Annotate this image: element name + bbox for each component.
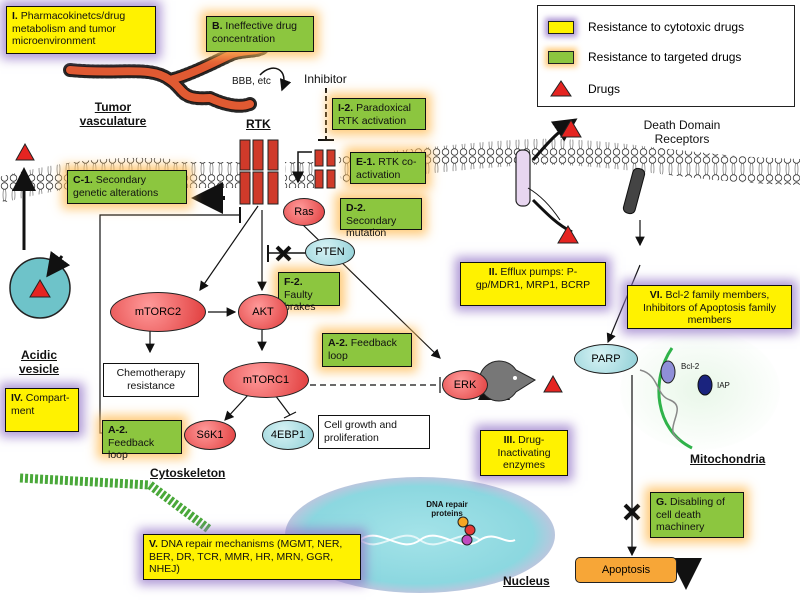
label-bbb: BBB, etc: [232, 76, 271, 87]
box-rtk-coactivation: E-1. RTK co-activation: [350, 152, 426, 184]
node-akt: AKT: [238, 294, 288, 330]
legend-label-cytotoxic: Resistance to cytotoxic drugs: [588, 20, 745, 34]
legend-label-targeted: Resistance to targeted drugs: [588, 50, 742, 64]
box-chemotherapy-resistance: Chemotherapy resistance: [103, 363, 199, 397]
label-bcl2: Bcl-2: [681, 362, 700, 371]
node-parp: PARP: [574, 344, 638, 374]
label-inhibitor: Inhibitor: [304, 72, 347, 86]
box-drug-inactivating: III. Drug-Inactivating enzymes: [480, 430, 568, 476]
drug-triangle: [557, 225, 579, 244]
node-s6k1: S6K1: [184, 420, 236, 450]
node-apoptosis: Apoptosis: [575, 557, 677, 583]
box-cell-growth: Cell growth and proliferation: [318, 415, 430, 449]
legend-label-drugs: Drugs: [588, 82, 621, 96]
bbb-curved-arrow: [259, 67, 292, 92]
legend-row-targeted: Resistance to targeted drugs: [548, 50, 741, 64]
box-pharmacokinetics: I. Pharmacokinetcs/drug metabolism and t…: [6, 6, 156, 54]
node-ras: Ras: [283, 198, 325, 226]
drug-triangle: [543, 374, 563, 393]
label-nucleus: Nucleus: [503, 574, 550, 588]
label-tumor-vasculature: Tumor vasculature: [79, 100, 147, 128]
box-cell-death-machinery: G. Disabling of cell death machinery: [650, 492, 744, 538]
legend-swatch-targeted: [548, 50, 574, 64]
legend-swatch-cytotoxic: [548, 20, 574, 34]
legend-row-drugs: Drugs: [548, 80, 620, 98]
legend: Resistance to cytotoxic drugs Resistance…: [537, 5, 795, 107]
inactivating-enzyme-graphic: [478, 360, 536, 402]
node-4ebp1: 4EBP1: [262, 420, 314, 450]
box-feedback-loop-lower: A-2. Feedback loop: [102, 420, 182, 461]
legend-row-cytotoxic: Resistance to cytotoxic drugs: [548, 20, 744, 34]
label-cytoskeleton: Cytoskeleton: [150, 466, 226, 480]
rtk-receptor: [239, 139, 279, 205]
box-paradoxical-rtk: I-2. Paradoxical RTK activation: [332, 98, 426, 130]
drug-triangle: [560, 119, 582, 138]
legend-drug-icon: [550, 80, 572, 97]
label-death-domain-receptors: Death Domain Receptors: [643, 118, 721, 146]
label-acidic-vesicle: Acidic vesicle: [18, 348, 60, 376]
box-compartment: IV. Compart-ment: [5, 388, 79, 432]
tumor-vasculature-graphic: [63, 41, 269, 113]
box-efflux-pumps: II. Efflux pumps: P-gp/MDR1, MRP1, BCRP: [460, 262, 606, 306]
cytoskeleton-graphic: [19, 473, 213, 534]
membrane-middle-2: [285, 162, 315, 188]
iap-protein: [697, 374, 713, 396]
node-erk: ERK: [442, 370, 488, 400]
box-ineffective-concentration: B. Ineffective drug concentration: [206, 16, 314, 52]
box-dna-repair: V. DNA repair mechanisms (MGMT, NER, BER…: [143, 534, 361, 580]
bcl2-protein: [660, 360, 676, 384]
death-receptor-graphic: [622, 167, 646, 215]
box-bcl2-iap: VI. Bcl-2 family members, Inhibitors of …: [627, 285, 792, 329]
mitochondria-membrane: [657, 347, 693, 450]
dna-strand: [359, 534, 516, 546]
node-mtorc2: mTORC2: [110, 292, 206, 332]
rtk-coactivated-receptor: [314, 149, 336, 189]
box-feedback-loop-upper: A-2. Feedback loop: [322, 333, 412, 367]
label-mitochondria: Mitochondria: [690, 452, 766, 466]
efflux-pump-graphic: [515, 149, 531, 207]
node-pten: PTEN: [305, 238, 355, 266]
drug-triangle: [15, 142, 35, 161]
label-rtk: RTK: [246, 117, 271, 131]
node-mtorc1: mTORC1: [223, 362, 309, 398]
box-secondary-mutation: D-2. Secondary mutation: [340, 198, 422, 239]
box-faulty-brakes: F-2. Faulty brakes: [278, 272, 340, 313]
box-secondary-genetic: C-1. Secondary genetic alterations: [67, 170, 187, 204]
label-dna-repair-proteins: DNA repair proteins: [426, 500, 468, 518]
label-iap: IAP: [717, 381, 730, 390]
